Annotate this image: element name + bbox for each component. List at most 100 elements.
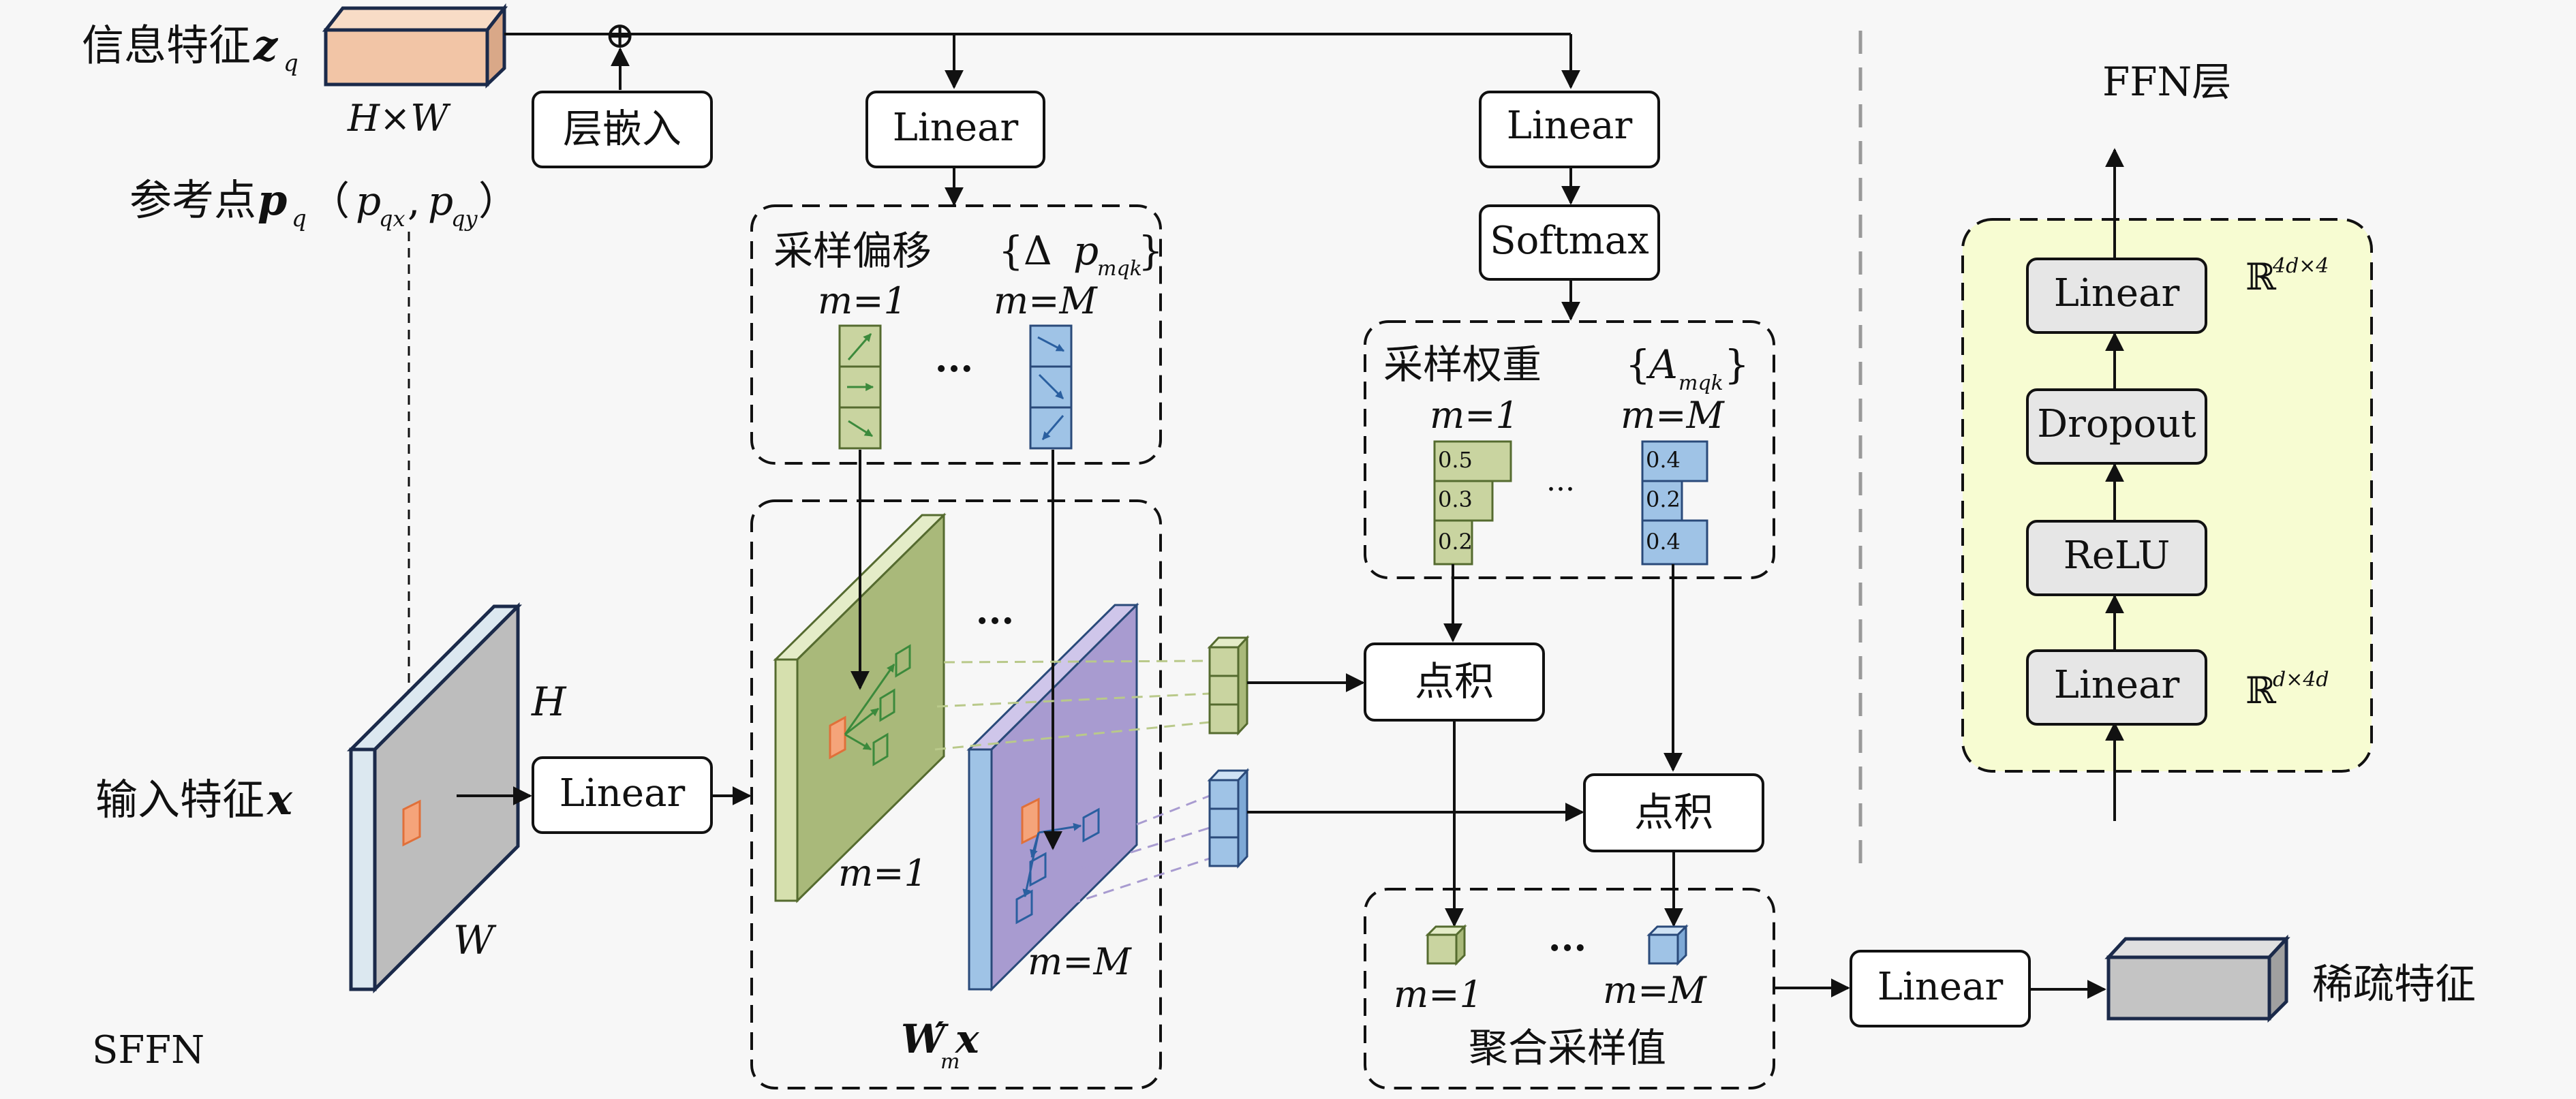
svg-text:采样偏移: 采样偏移 [773, 228, 932, 274]
svg-text:p: p [428, 178, 453, 224]
svg-text:点积: 点积 [1415, 658, 1494, 705]
svg-text:ℝ: ℝ [2245, 669, 2277, 712]
svg-text:′: ′ [935, 1014, 944, 1054]
svg-text:,: , [408, 178, 420, 224]
svg-text:0.4: 0.4 [1646, 529, 1681, 555]
projected-features-group: m=1 ... m=M W ′ m x [750, 499, 1162, 1089]
svg-text:qx: qx [379, 206, 405, 232]
aggregate-group: ... m=1 m=M 聚合采样值 [1364, 888, 1775, 1089]
svg-text:...: ... [1546, 463, 1575, 498]
weight-bars-mM: 0.4 0.2 0.4 [1641, 440, 1708, 566]
svg-text:Linear: Linear [2054, 271, 2180, 315]
svg-text:Linear: Linear [893, 106, 1019, 150]
svg-text:ℝ: ℝ [2245, 256, 2277, 298]
sampled-values-mM [1207, 768, 1250, 869]
svg-text:层嵌入: 层嵌入 [563, 106, 681, 152]
query-feature-label: 信息特征 z q [82, 20, 298, 77]
projected-plane-m1 [773, 512, 947, 903]
aggregate-cube-m1 [1425, 924, 1467, 966]
query-feature-block [322, 3, 508, 89]
svg-text:Softmax: Softmax [1490, 219, 1649, 263]
input-feature-plane [346, 602, 523, 994]
softmax-box: Softmax [1479, 204, 1660, 281]
svg-text:...: ... [1548, 916, 1586, 959]
svg-text:d×4d: d×4d [2273, 668, 2329, 692]
svg-text:m=M: m=M [1621, 394, 1725, 437]
sampled-value-lines-m1 [934, 660, 1210, 751]
sampling-offset-group: 采样偏移 {Δ p mqk } m=1 m=M ... [750, 204, 1163, 465]
svg-text:m=1: m=1 [1394, 973, 1483, 1016]
svg-text:m=1: m=1 [818, 279, 907, 322]
sparse-feature-block [2104, 934, 2290, 1023]
sparse-feature-label: 稀疏特征 [2312, 961, 2476, 1008]
svg-text:m=M: m=M [994, 279, 1098, 322]
svg-text:m: m [940, 1050, 960, 1074]
svg-text:x: x [266, 775, 293, 824]
svg-text:0.4: 0.4 [1646, 447, 1681, 473]
svg-text:{: { [1625, 341, 1651, 388]
ffn-linear-bottom-box: Linear [2026, 649, 2207, 726]
svg-text:z: z [253, 20, 279, 70]
ffn-linear-top-box: Linear [2026, 258, 2207, 334]
svg-text:...: ... [976, 589, 1014, 632]
svg-text:x: x [954, 1016, 980, 1062]
svg-text:m=1: m=1 [838, 852, 927, 895]
layer-embed-box: 层嵌入 [532, 91, 713, 168]
svg-text:qy: qy [451, 206, 478, 232]
svg-text:0.2: 0.2 [1438, 529, 1473, 555]
svg-text:0.5: 0.5 [1438, 447, 1473, 473]
dot-product-box-2: 点积 [1583, 773, 1764, 852]
ffn-relu-box: ReLU [2026, 520, 2207, 596]
linear-offset-box: Linear [865, 91, 1045, 168]
svg-text:A: A [1646, 341, 1678, 388]
svg-text:Linear: Linear [1877, 965, 2004, 1009]
reference-point-label: 参考点 p q （ p qx , p qy ） [129, 175, 518, 232]
svg-text:...: ... [935, 337, 973, 380]
linear-output-box: Linear [1850, 950, 2031, 1027]
ffn-dim-bottom: ℝ d×4d [2245, 668, 2329, 712]
sampled-values-m1 [1207, 635, 1250, 736]
svg-text:（: （ [310, 178, 350, 224]
svg-text:mqk: mqk [1678, 371, 1723, 395]
svg-text:0.3: 0.3 [1438, 486, 1473, 512]
svg-text:参考点: 参考点 [129, 175, 256, 225]
svg-text:Linear: Linear [2054, 663, 2180, 707]
svg-text:q: q [283, 50, 298, 77]
svg-text:q: q [292, 205, 307, 232]
sampling-weight-group: 采样权重 { A mqk } m=1 m=M ... 0.5 0.3 0.2 0… [1364, 320, 1775, 579]
svg-text:mqk: mqk [1097, 257, 1142, 281]
linear-weight-box: Linear [1479, 91, 1660, 168]
svg-text:ReLU: ReLU [2064, 533, 2171, 578]
offset-column-m1 [838, 324, 882, 450]
svg-text:W: W [901, 1016, 949, 1062]
hw-label: H×W [347, 97, 451, 140]
dot-product-box-1: 点积 [1364, 643, 1545, 722]
svg-text:Linear: Linear [1507, 104, 1633, 148]
linear-input-box: Linear [532, 756, 713, 834]
svg-text:p: p [356, 178, 381, 224]
svg-text:Dropout: Dropout [2037, 402, 2196, 446]
axis-h-label: H [531, 679, 567, 725]
svg-text:信息特征: 信息特征 [82, 20, 251, 70]
ffn-dropout-box: Dropout [2026, 388, 2207, 465]
svg-text:采样权重: 采样权重 [1383, 341, 1542, 388]
svg-text:m=M: m=M [1028, 940, 1132, 983]
svg-text:m=1: m=1 [1430, 394, 1519, 437]
ffn-dim-top: ℝ 4d×4 [2245, 254, 2329, 298]
sampled-value-lines-mM [1052, 794, 1210, 911]
axis-w-label: W [453, 917, 497, 963]
input-feature-label: 输入特征 x [95, 775, 293, 824]
svg-text:m=M: m=M [1603, 969, 1707, 1012]
offset-column-mM [1029, 324, 1073, 450]
weight-bars-m1: 0.5 0.3 0.2 [1433, 440, 1512, 566]
input-sampling-point [402, 799, 421, 847]
svg-text:）: ） [478, 178, 518, 224]
ffn-layer-title: FFN层 [2102, 59, 2231, 105]
ffn-layer-group [1961, 218, 2373, 773]
svg-text:4d×4: 4d×4 [2272, 254, 2329, 278]
svg-text:}: } [1724, 341, 1749, 388]
svg-text:Linear: Linear [559, 771, 686, 816]
svg-text:聚合采样值: 聚合采样值 [1469, 1025, 1666, 1071]
svg-text:p: p [258, 175, 287, 225]
